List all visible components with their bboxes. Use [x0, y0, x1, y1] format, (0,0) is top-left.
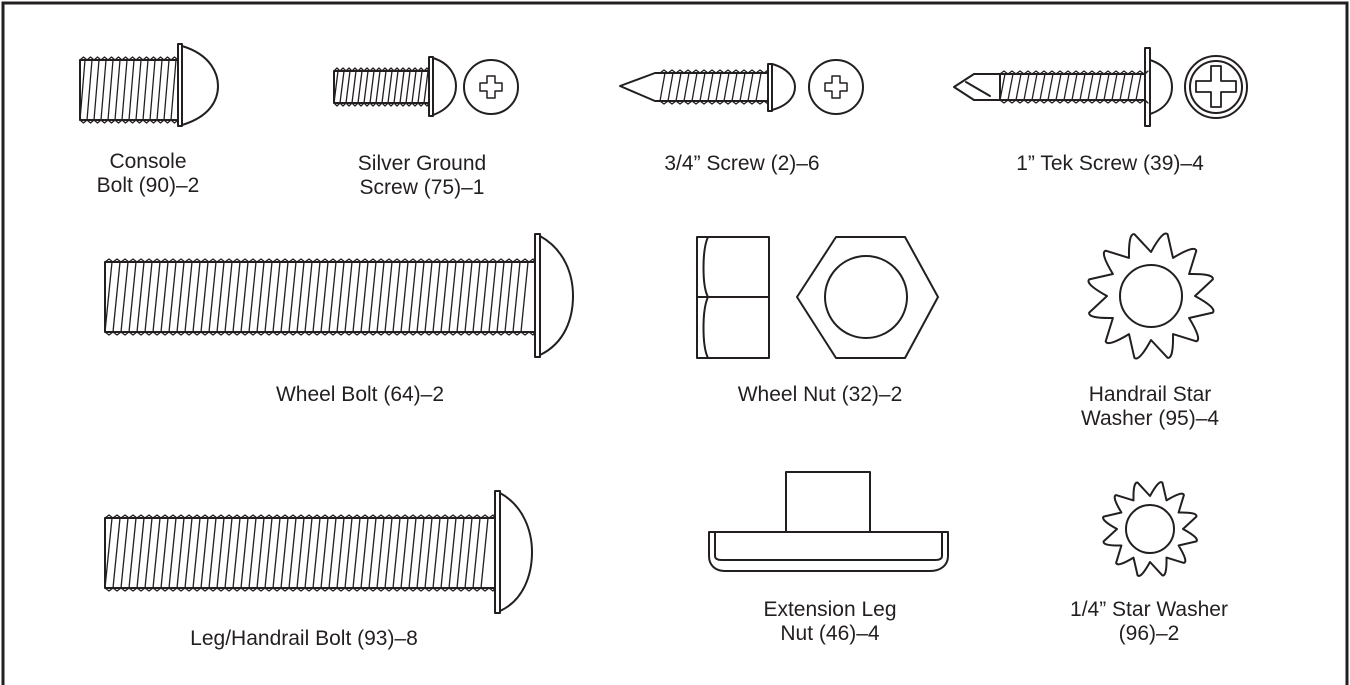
- thread-lines: [104, 258, 536, 336]
- silver-ground-screw-label: Silver Ground Screw (75)–1: [358, 152, 486, 200]
- label-line: 1/4” Star Washer: [1070, 598, 1228, 621]
- label-line: Leg/Handrail Bolt (93)–8: [190, 627, 418, 650]
- label-line: Washer (95)–4: [1080, 407, 1220, 430]
- console-bolt-drawing: [79, 43, 219, 127]
- label-line: Silver Ground: [357, 152, 487, 175]
- console-bolt-label: Console Bolt (90)–2: [97, 150, 200, 198]
- wheel-bolt-label: Wheel Bolt (64)–2: [276, 383, 444, 407]
- quarter-star-washer-label: 1/4” Star Washer (96)–2: [1070, 598, 1228, 646]
- handrail-star-washer-label: Handrail Star Washer (95)–4: [1081, 383, 1219, 431]
- label-line: 1” Tek Screw (39)–4: [1016, 152, 1204, 175]
- label-line: Screw (75)–1: [359, 176, 485, 199]
- thread-lines: [333, 67, 430, 107]
- silver-ground-screw-drawing: [333, 56, 519, 117]
- thread-lines: [79, 56, 179, 124]
- three-quarter-screw-label: 3/4” Screw (2)–6: [664, 152, 819, 176]
- wheel-nut-drawing: [696, 236, 939, 359]
- thread-lines: [659, 69, 769, 105]
- label-line: 3/4” Screw (2)–6: [664, 152, 820, 175]
- wheel-bolt-drawing: [104, 233, 574, 358]
- leg-handrail-bolt-label: Leg/Handrail Bolt (93)–8: [190, 627, 418, 651]
- label-line: Wheel Nut (32)–2: [737, 383, 903, 406]
- thread-lines: [999, 70, 1149, 104]
- three-quarter-screw-drawing: [619, 59, 864, 115]
- extension-leg-nut-label: Extension Leg Nut (46)–4: [763, 598, 896, 646]
- label-line: Handrail Star: [1088, 383, 1212, 406]
- label-line: (96)–2: [1118, 622, 1180, 645]
- wheel-nut-label: Wheel Nut (32)–2: [738, 383, 903, 407]
- handrail-star-washer-drawing: [1087, 232, 1215, 360]
- leg-handrail-bolt-drawing: [104, 490, 533, 614]
- label-line: Wheel Bolt (64)–2: [275, 383, 445, 406]
- thread-lines: [104, 514, 496, 592]
- label-line: Nut (46)–4: [780, 622, 880, 645]
- label-line: Bolt (90)–2: [96, 174, 200, 197]
- tek-screw-drawing: [953, 47, 1248, 127]
- quarter-star-washer-drawing: [1102, 481, 1198, 577]
- label-line: Console: [109, 150, 187, 173]
- extension-leg-nut-drawing: [708, 471, 949, 572]
- label-line: Extension Leg: [763, 598, 897, 621]
- tek-screw-label: 1” Tek Screw (39)–4: [1016, 152, 1204, 176]
